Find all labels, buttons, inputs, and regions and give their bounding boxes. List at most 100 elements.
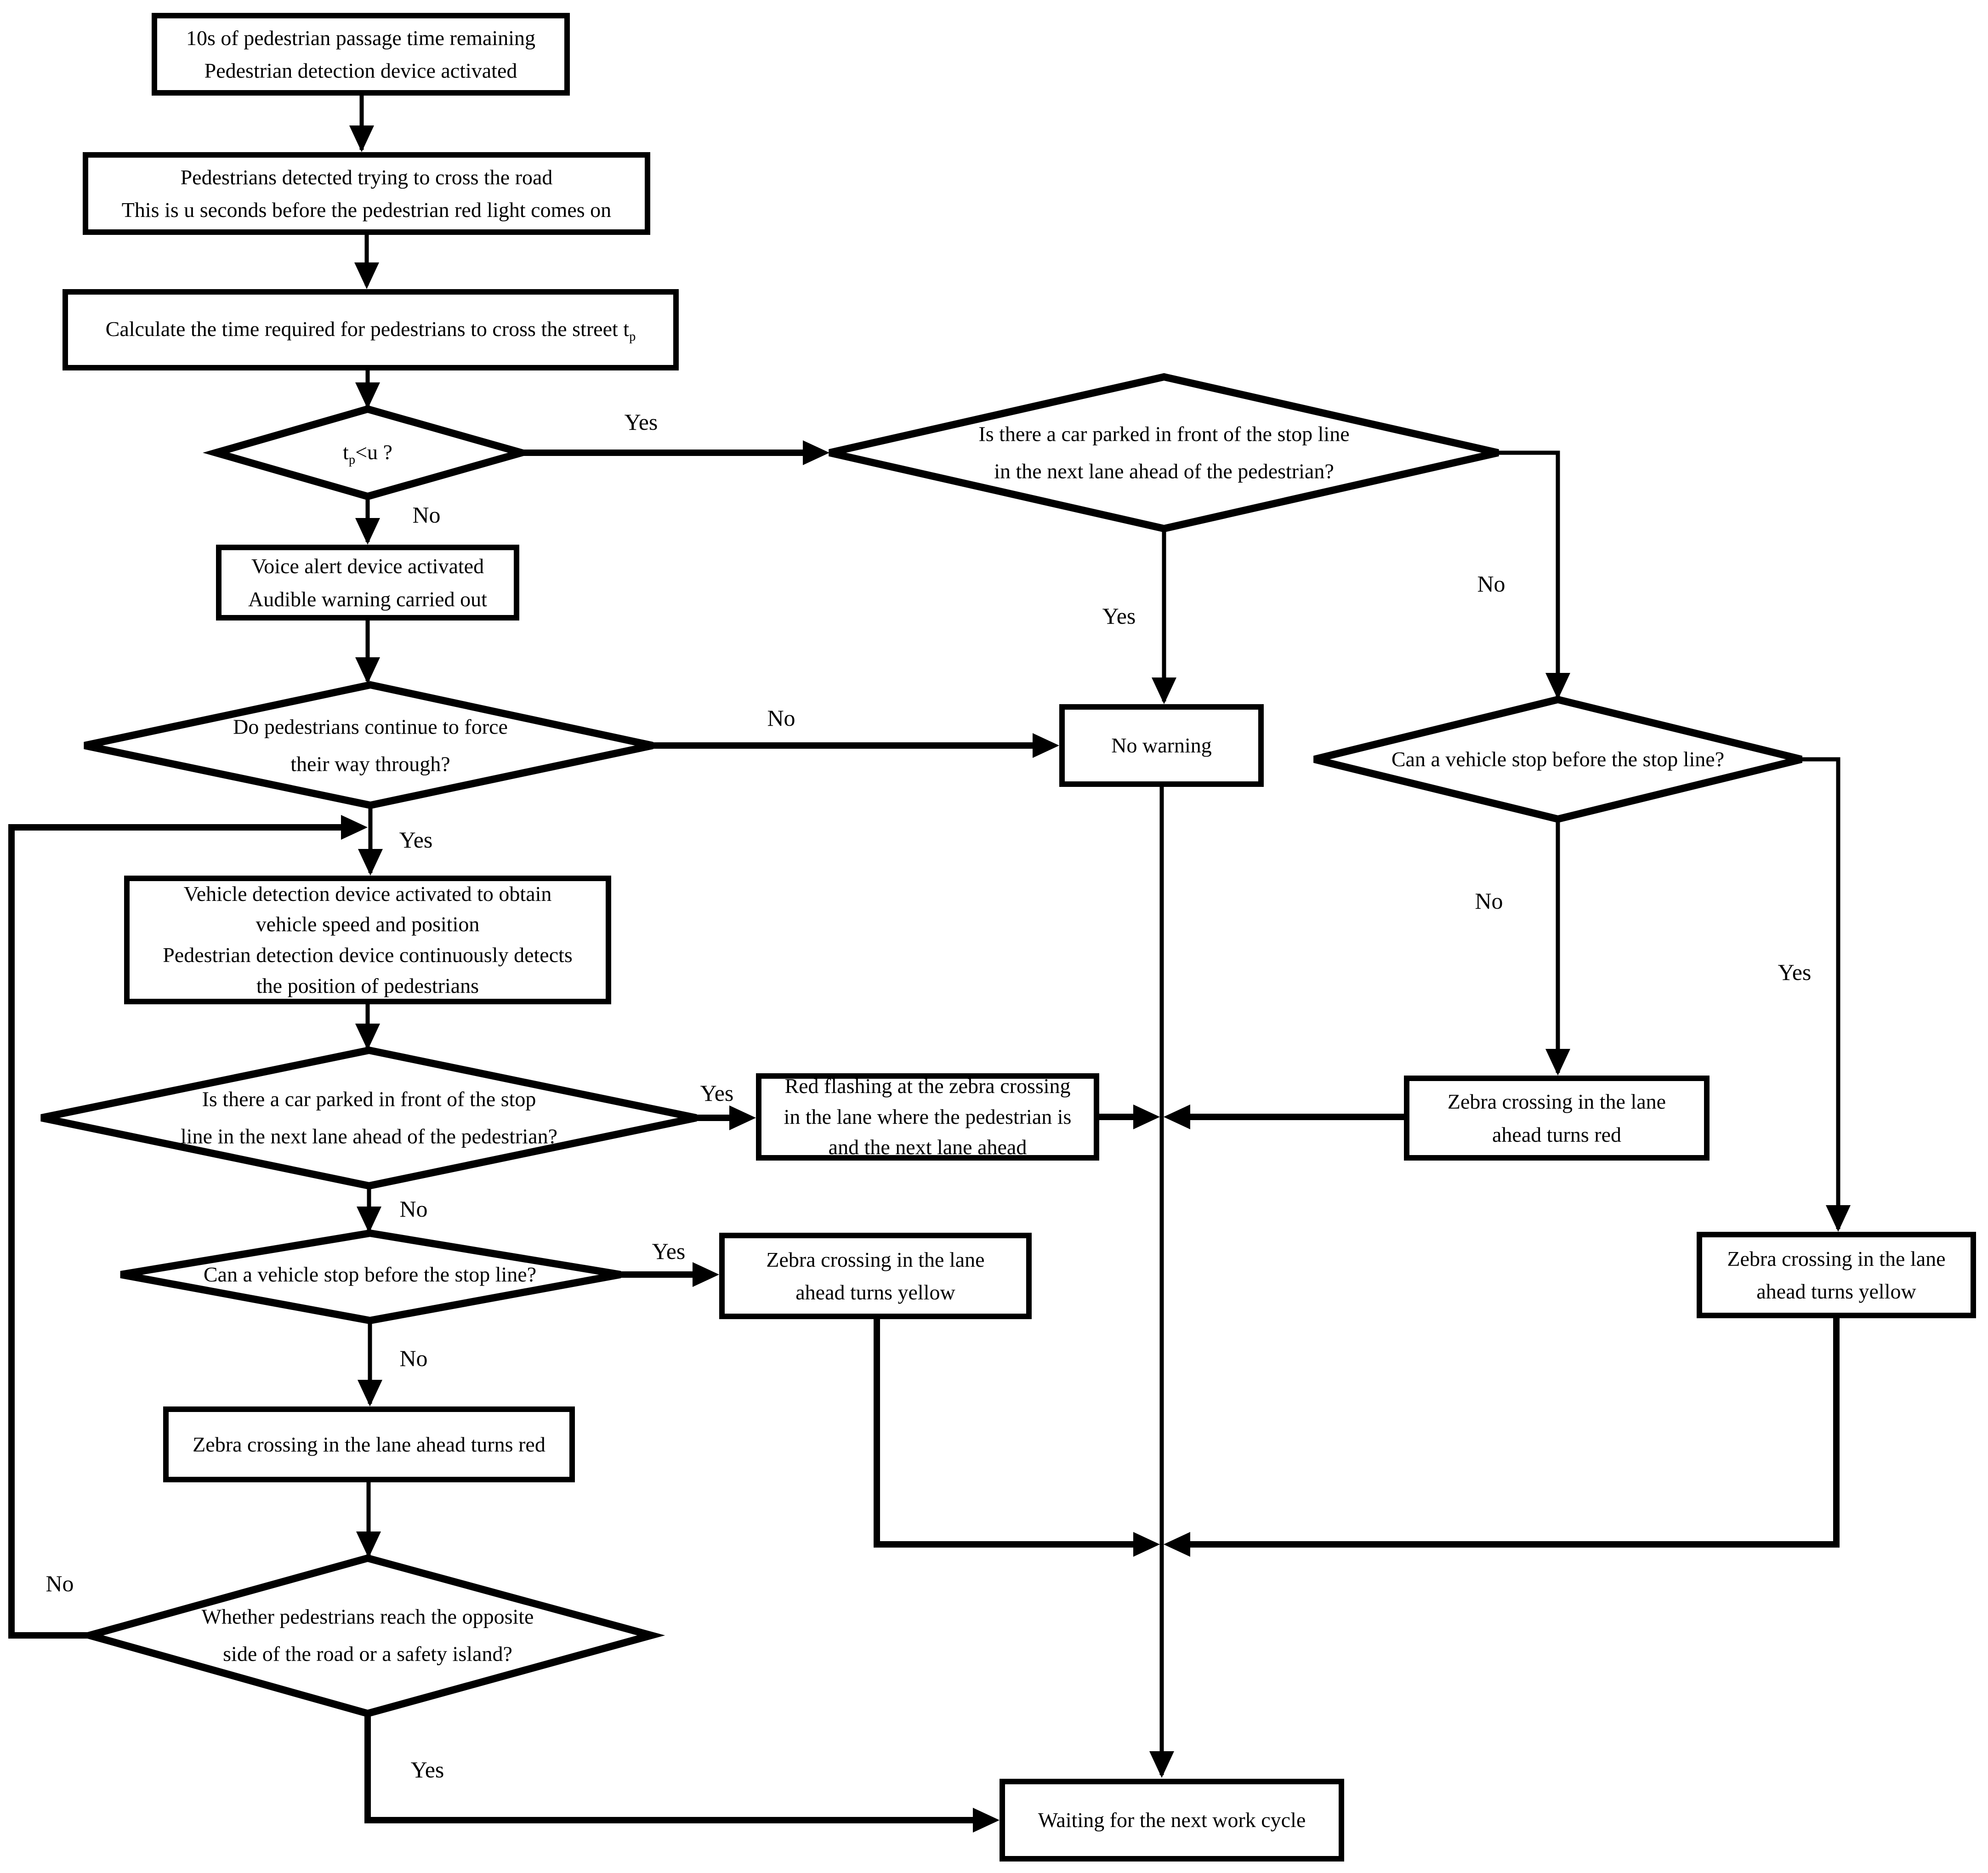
label-yes-dforce: Yes: [399, 827, 433, 853]
label-no-dtp: No: [412, 502, 441, 528]
node-zebra-yellow-right-line2: ahead turns yellow: [1756, 1280, 1916, 1303]
tp-subscript: p: [348, 453, 356, 467]
node-start-line1: 10s of pedestrian passage time remaining: [186, 26, 536, 50]
node-zebra-red-right: Zebra crossing in the lane ahead turns r…: [1404, 1076, 1710, 1161]
node-pedestrians-detected-line2: This is u seconds before the pedestrian …: [121, 198, 612, 222]
arrow-down-dforce: [355, 657, 380, 684]
arrow-down-dstopleft: [357, 1207, 381, 1233]
diamond-pedestrians-force-line1: Do pedestrians continue to force: [233, 715, 508, 739]
node-vehicle-detection-line2: vehicle speed and position: [256, 912, 480, 936]
arrow-right-yellowleft: [693, 1262, 719, 1287]
node-pedestrians-detected-line1: Pedestrians detected trying to cross the…: [180, 165, 553, 189]
diamond-car-parked-left: [40, 1046, 697, 1190]
diamond-car-parked-top-line1: Is there a car parked in front of the st…: [978, 422, 1350, 446]
node-zebra-yellow-left-line1: Zebra crossing in the lane: [766, 1247, 985, 1271]
arrowheads: [341, 125, 1851, 1833]
arrow-down-calc: [354, 262, 379, 289]
node-voice-alert: Voice alert device activated Audible war…: [216, 545, 519, 621]
arrow-right-nowarning: [1033, 733, 1059, 758]
node-zebra-yellow-left-line2: ahead turns yellow: [795, 1281, 955, 1304]
tp-var: t: [343, 440, 349, 464]
diamond-vehicle-stop-left-text: Can a vehicle stop before the stop line?: [204, 1256, 536, 1293]
calc-text: Calculate the time required for pedestri…: [105, 317, 630, 341]
diamond-pedestrians-reach-line2: side of the road or a safety island?: [223, 1642, 512, 1665]
arrow-down-zebraredleft: [358, 1380, 382, 1406]
diamond-vehicle-stop-right-label: Can a vehicle stop before the stop line?: [1391, 747, 1725, 771]
node-calculate-time-text: Calculate the time required for pedestri…: [106, 313, 636, 347]
edge-dreach-no-loop: [8, 824, 343, 1639]
diamond-pedestrians-force-text: Do pedestrians continue to force their w…: [233, 709, 508, 783]
arrow-right-redflash: [729, 1105, 756, 1130]
diamond-vehicle-stop-left-label: Can a vehicle stop before the stop line?: [203, 1262, 537, 1286]
label-no-dstopright: No: [1475, 888, 1503, 914]
node-start: 10s of pedestrian passage time remaining…: [152, 13, 570, 96]
decision-diamonds: [40, 373, 1802, 1718]
arrow-down-yellowright: [1826, 1205, 1851, 1232]
node-start-line2: Pedestrian detection device activated: [204, 59, 517, 82]
arrow-down-waiting: [1149, 1751, 1174, 1778]
node-waiting: Waiting for the next work cycle: [1000, 1779, 1344, 1862]
node-no-warning: No warning: [1059, 704, 1264, 787]
arrow-right-loop-rejoin: [341, 815, 368, 840]
label-no-dcarleft: No: [399, 1196, 428, 1222]
arrow-left-join-mid: [1164, 1104, 1190, 1129]
node-voice-alert-line1: Voice alert device activated: [251, 554, 484, 578]
edge-dreach-yes: [364, 1714, 975, 1823]
label-yes-dstopleft: Yes: [652, 1238, 686, 1264]
node-zebra-red-left-label: Zebra crossing in the lane ahead turns r…: [193, 1432, 545, 1456]
node-zebra-red-left: Zebra crossing in the lane ahead turns r…: [163, 1406, 575, 1482]
label-no-dforce: No: [767, 705, 795, 731]
arrow-down-detected: [349, 125, 374, 152]
diamond-car-parked-top-text: Is there a car parked in front of the st…: [978, 416, 1349, 490]
node-pedestrians-detected: Pedestrians detected trying to cross the…: [83, 152, 650, 235]
label-yes-dcarleft: Yes: [700, 1080, 734, 1106]
node-zebra-yellow-left: Zebra crossing in the lane ahead turns y…: [719, 1233, 1032, 1319]
diamond-pedestrians-reach-text: Whether pedestrians reach the opposite s…: [202, 1599, 534, 1673]
arrow-down-dcarleft: [355, 1024, 380, 1050]
node-zebra-yellow-right: Zebra crossing in the lane ahead turns y…: [1697, 1232, 1976, 1318]
node-red-flashing: Red flashing at the zebra crossing in th…: [756, 1073, 1099, 1161]
diamond-vehicle-stop-right-text: Can a vehicle stop before the stop line?: [1392, 741, 1724, 778]
node-vehicle-detection-line4: the position of pedestrians: [256, 974, 479, 997]
node-vehicle-detection-line1: Vehicle detection device activated to ob…: [183, 882, 552, 905]
node-zebra-yellow-right-line1: Zebra crossing in the lane: [1727, 1247, 1946, 1270]
label-yes-dreach: Yes: [410, 1757, 444, 1782]
diamond-pedestrians-reach-line1: Whether pedestrians reach the opposite: [201, 1605, 534, 1628]
label-yes-dcartop: Yes: [1102, 603, 1136, 629]
diamond-vehicle-stop-left: [120, 1229, 621, 1325]
arrow-right-dcartop: [803, 440, 829, 465]
arrow-down-dstopright: [1545, 673, 1570, 700]
diamond-tp-lt-u: [203, 405, 535, 501]
arrow-right-join-low: [1133, 1532, 1160, 1557]
label-yes-dtp: Yes: [624, 409, 658, 435]
label-no-dreach: No: [45, 1571, 74, 1596]
node-zebra-red-right-line2: ahead turns red: [1492, 1122, 1621, 1146]
node-vehicle-detection: Vehicle detection device activated to ob…: [124, 876, 611, 1004]
diamond-pedestrians-force-line2: their way through?: [290, 752, 450, 775]
label-no-dstopleft: No: [399, 1345, 428, 1371]
node-voice-alert-line2: Audible warning carried out: [248, 587, 487, 611]
node-vehicle-detection-line3: Pedestrian detection device continuously…: [163, 943, 573, 967]
tp-comparison: <u ?: [355, 440, 392, 464]
edge-yellowright-join: [1188, 1318, 1840, 1548]
node-calculate-time: Calculate the time required for pedestri…: [62, 289, 679, 370]
diamond-pedestrians-force: [84, 681, 653, 809]
node-red-flashing-line1: Red flashing at the zebra crossing: [784, 1074, 1071, 1098]
arrow-right-join-mid: [1133, 1104, 1160, 1129]
node-waiting-label: Waiting for the next work cycle: [1038, 1808, 1306, 1832]
arrow-down-dreach: [356, 1531, 381, 1558]
diamond-car-parked-top: [829, 373, 1499, 533]
label-yes-dstopright: Yes: [1778, 959, 1812, 985]
diamond-car-parked-left-text: Is there a car parked in front of the st…: [181, 1081, 557, 1155]
arrow-down-zebraredright: [1545, 1049, 1570, 1076]
node-zebra-red-right-line1: Zebra crossing in the lane: [1447, 1090, 1666, 1114]
arrow-down-vehicle: [358, 849, 383, 876]
edge-yellowleft-join: [874, 1319, 1135, 1548]
calc-subscript: p: [629, 330, 636, 344]
diamond-car-parked-left-line2: line in the next lane ahead of the pedes…: [181, 1124, 557, 1148]
arrow-right-waiting: [973, 1808, 1000, 1833]
label-no-dcartop: No: [1477, 571, 1505, 597]
diamond-tp-lt-u-text: tp<u ?: [343, 434, 392, 472]
